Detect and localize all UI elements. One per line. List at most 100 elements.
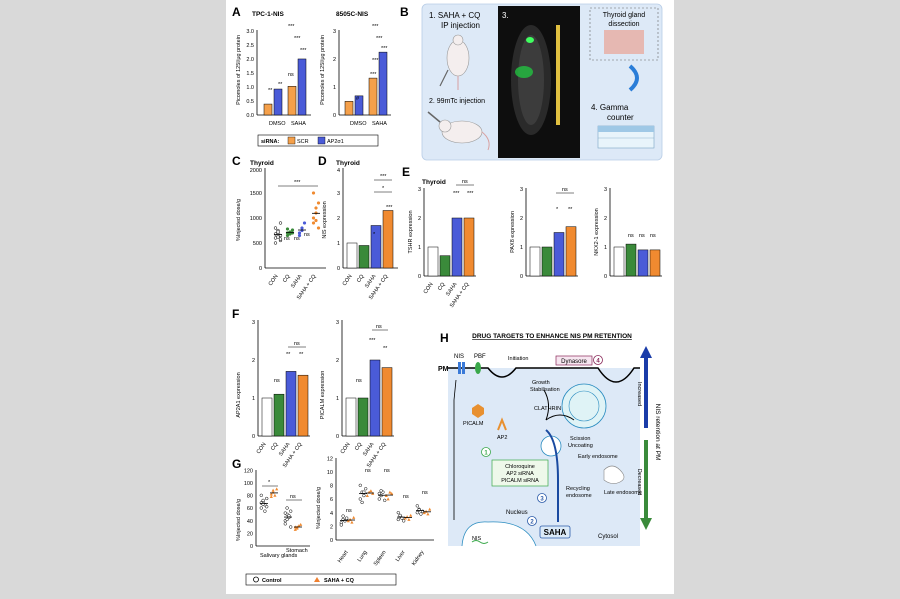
data-point bbox=[383, 498, 387, 503]
panel-h-recycling: Recycling bbox=[566, 486, 590, 492]
ytick: 2 bbox=[330, 524, 333, 530]
sig: ns bbox=[650, 233, 656, 239]
panel-c-title: Thyroid bbox=[250, 160, 274, 167]
bar bbox=[345, 397, 357, 437]
panel-e-ylabel-2: PAX8 expression bbox=[510, 211, 516, 253]
panel-h-n2: 2 bbox=[530, 520, 534, 526]
data-point bbox=[390, 491, 394, 495]
sig: *** bbox=[380, 174, 387, 180]
sig: # bbox=[356, 96, 360, 102]
data-point bbox=[388, 490, 392, 494]
data-point bbox=[358, 483, 362, 487]
bar bbox=[273, 393, 285, 437]
panel-h-recycling-b: endosome bbox=[566, 493, 592, 499]
data-point bbox=[415, 511, 419, 515]
ytick: 2000 bbox=[250, 168, 262, 174]
data-point bbox=[422, 511, 426, 515]
panel-a-xgroup: DMSO bbox=[350, 121, 367, 127]
sig: *** bbox=[370, 72, 377, 78]
panel-c-points bbox=[273, 191, 321, 245]
sig: ns bbox=[376, 324, 382, 330]
panel-a-right-ylabel: Picomoles of 125I/μg protein bbox=[320, 35, 326, 105]
ytick: 0 bbox=[330, 538, 333, 544]
bar bbox=[613, 246, 625, 277]
panel-e-ylabel-3: NKX2-1 expression bbox=[594, 208, 600, 255]
sig: *** bbox=[386, 205, 393, 211]
panel-h-early: Early endosome bbox=[578, 454, 618, 460]
ytick: 0 bbox=[337, 266, 340, 272]
bar bbox=[285, 371, 297, 437]
panel-e-title: Thyroid bbox=[422, 179, 446, 186]
mouse-icon bbox=[427, 111, 490, 151]
ytick: 3 bbox=[418, 187, 421, 193]
panel-d-ylabel: NIS expression bbox=[322, 201, 328, 238]
sig: ns bbox=[639, 233, 645, 239]
ytick: 12 bbox=[327, 456, 333, 462]
data-point bbox=[379, 489, 383, 493]
sig: ** bbox=[383, 346, 388, 352]
data-point bbox=[311, 191, 316, 195]
xtick: SAHA bbox=[290, 273, 304, 289]
panel-h-title: DRUG TARGETS TO ENHANCE NIS PM RETENTION bbox=[472, 333, 632, 340]
cytosol-area bbox=[448, 368, 640, 546]
sig: *** bbox=[381, 46, 388, 52]
panel-h-late: Late endosome bbox=[604, 490, 642, 496]
bar bbox=[637, 249, 649, 277]
xtick: Stomach bbox=[286, 548, 308, 554]
panel-g: G %Injected dose/g %Injected dose/g 0204… bbox=[232, 456, 434, 586]
ytick: 120 bbox=[244, 468, 253, 474]
sig: ns bbox=[290, 494, 296, 500]
ytick: 2.0 bbox=[246, 57, 254, 63]
panel-g-legend-item: SAHA + CQ bbox=[324, 578, 355, 584]
sig: *** bbox=[294, 36, 301, 42]
bar bbox=[273, 88, 283, 116]
data-point bbox=[377, 497, 381, 501]
panel-h-saha: SAHA bbox=[544, 528, 567, 537]
bar bbox=[529, 246, 541, 277]
xtick: CQ bbox=[282, 273, 292, 284]
panel-h: H DRUG TARGETS TO ENHANCE NIS PM RETENTI… bbox=[438, 331, 661, 547]
ytick: 1 bbox=[604, 245, 607, 251]
data-point bbox=[362, 490, 366, 494]
panel-f-letter: F bbox=[232, 307, 239, 321]
panel-c-ylabel: %Injected dose/g bbox=[236, 199, 242, 241]
xtick: CON bbox=[256, 442, 268, 455]
panel-f: F AP2A1 expression PICALM expression 012… bbox=[232, 307, 394, 469]
panel-g-right-sig: ns ns ns ns ns bbox=[346, 468, 428, 514]
data-point bbox=[426, 512, 430, 516]
panel-b-step1: 1. SAHA + CQ bbox=[429, 11, 480, 20]
panel-h-side-main: NIS retention at PM bbox=[654, 404, 661, 461]
ytick: 2 bbox=[337, 216, 340, 222]
bar bbox=[287, 86, 297, 116]
data-point bbox=[396, 511, 400, 515]
panel-h-letter: H bbox=[440, 331, 449, 345]
sig: * bbox=[373, 232, 376, 238]
data-point bbox=[287, 513, 291, 518]
ytick: 1 bbox=[418, 245, 421, 251]
figure-svg: A TPC-1-NIS 8505C-NIS Picomoles of 125I/… bbox=[232, 3, 663, 586]
sig: ns bbox=[274, 378, 280, 384]
gamma-counter-icon bbox=[597, 125, 655, 149]
panel-h-cytosol: Cytosol bbox=[598, 534, 618, 540]
data-point bbox=[311, 221, 316, 225]
data-point bbox=[285, 227, 290, 231]
sig: *** bbox=[372, 58, 379, 64]
data-point bbox=[314, 218, 318, 223]
data-point bbox=[428, 507, 432, 511]
ytick: 1 bbox=[520, 245, 523, 251]
sig: ns bbox=[304, 232, 310, 238]
ytick: 0 bbox=[520, 274, 523, 280]
data-point bbox=[398, 513, 402, 518]
data-point bbox=[297, 524, 301, 528]
data-point bbox=[386, 497, 390, 501]
panel-c-letter: C bbox=[232, 154, 241, 168]
panel-h-initiation: Initiation bbox=[508, 356, 529, 362]
bar bbox=[381, 367, 393, 437]
sig: *** bbox=[372, 24, 379, 30]
ytick: 3 bbox=[333, 29, 336, 35]
data-point bbox=[316, 201, 321, 205]
ytick: 40 bbox=[247, 519, 253, 525]
data-point bbox=[297, 233, 302, 238]
data-point bbox=[290, 228, 295, 232]
data-point bbox=[424, 509, 428, 513]
